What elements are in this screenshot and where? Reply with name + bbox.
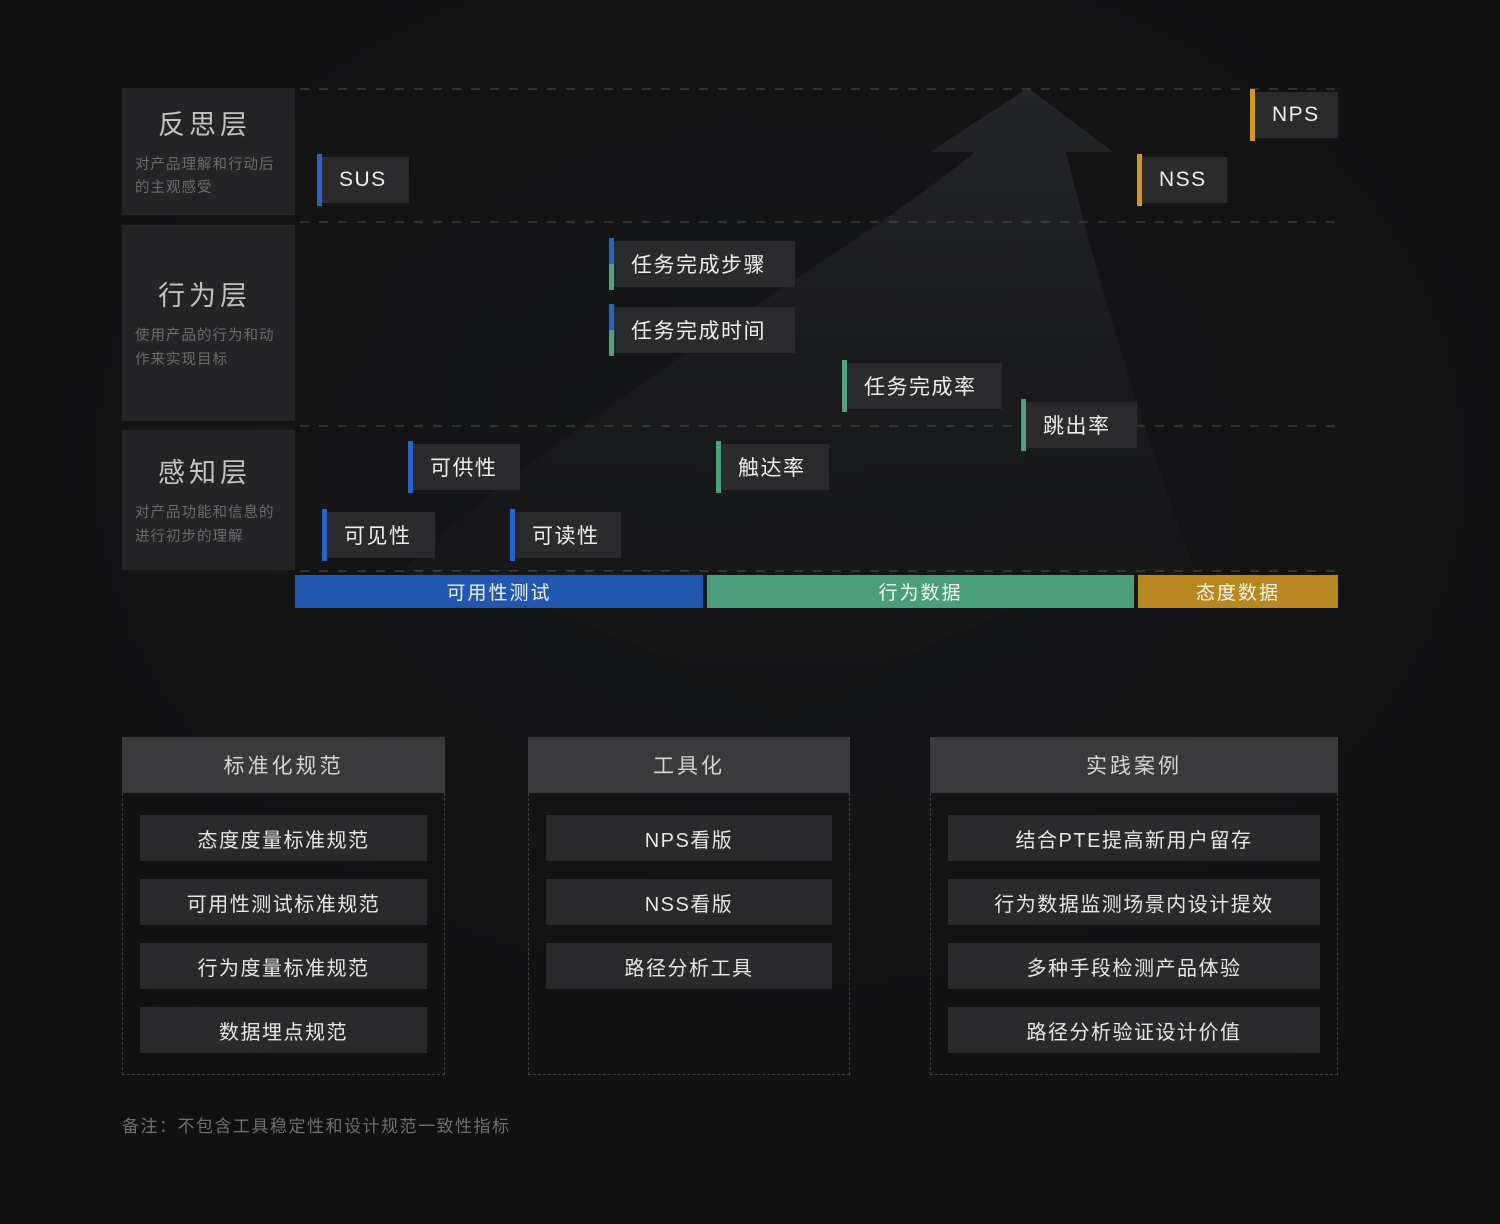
metric-tag-nss: NSS [1137, 154, 1227, 206]
tag-accent-bar [1021, 399, 1026, 451]
layer-description: 对产品功能和信息的 进行初步的理解 [135, 505, 275, 545]
metric-tag-task-time: 任务完成时间 [609, 304, 795, 356]
column-standardization: 标准化规范 态度度量标准规范 可用性测试标准规范 行为度量标准规范 数据埋点规范 [122, 737, 445, 1075]
metric-tag-readability: 可读性 [510, 509, 621, 561]
layer-title: 反思层 [158, 109, 251, 140]
legend-behavior-data: 行为数据 [707, 575, 1134, 608]
tag-accent-bar [609, 238, 614, 290]
list-item: 行为数据监测场景内设计提效 [948, 879, 1320, 925]
list-item: NPS看版 [546, 815, 832, 861]
data-source-legend-bar: 可用性测试 行为数据 态度数据 [295, 575, 1338, 608]
layer-description: 对产品理解和行动后 的主观感受 [135, 156, 275, 196]
tag-accent-bar [609, 304, 614, 356]
layer-box-reflection: 反思层 对产品理解和行动后 的主观感受 [122, 88, 295, 215]
legend-label: 态度数据 [1195, 583, 1280, 604]
legend-usability-testing: 可用性测试 [295, 575, 703, 608]
layer-title: 行为层 [158, 281, 251, 312]
metric-tag-nps: NPS [1250, 89, 1338, 141]
legend-label: 行为数据 [878, 583, 963, 604]
tag-label: 可读性 [532, 525, 600, 548]
tag-label: 任务完成步骤 [631, 254, 766, 277]
column-body: 结合PTE提高新用户留存 行为数据监测场景内设计提效 多种手段检测产品体验 路径… [930, 793, 1338, 1075]
tag-label: NPS [1272, 103, 1320, 126]
tag-accent-bar [1250, 89, 1255, 141]
layer-box-behavior: 行为层 使用产品的行为和动 作来实现目标 [122, 225, 295, 421]
tag-label: NSS [1159, 168, 1207, 191]
layer-description: 使用产品的行为和动 作来实现目标 [135, 328, 275, 368]
column-body: 态度度量标准规范 可用性测试标准规范 行为度量标准规范 数据埋点规范 [122, 793, 445, 1075]
legend-attitude-data: 态度数据 [1138, 575, 1338, 608]
tag-label: 任务完成率 [864, 376, 977, 399]
list-item: 行为度量标准规范 [140, 943, 427, 989]
layer-title: 感知层 [158, 458, 251, 489]
list-item: 路径分析验证设计价值 [948, 1007, 1320, 1053]
tag-accent-bar [510, 509, 515, 561]
tag-accent-bar [842, 360, 847, 412]
list-item: 路径分析工具 [546, 943, 832, 989]
column-body: NPS看版 NSS看版 路径分析工具 [528, 793, 850, 1075]
list-item: 数据埋点规范 [140, 1007, 427, 1053]
tag-label: 可供性 [430, 457, 498, 480]
tag-accent-bar [408, 441, 413, 493]
tag-accent-bar [322, 509, 327, 561]
legend-label: 可用性测试 [446, 583, 552, 604]
layer-box-perception: 感知层 对产品功能和信息的 进行初步的理解 [122, 430, 295, 570]
metric-tag-affordance: 可供性 [408, 441, 520, 493]
column-header: 标准化规范 [122, 737, 445, 793]
list-item: 多种手段检测产品体验 [948, 943, 1320, 989]
dashed-separator [300, 570, 1340, 572]
tag-accent-bar [1137, 154, 1142, 206]
dashed-separator [300, 425, 1340, 427]
column-header: 工具化 [528, 737, 850, 793]
list-item: 结合PTE提高新用户留存 [948, 815, 1320, 861]
tag-accent-bar [317, 154, 322, 206]
tag-label: 跳出率 [1043, 415, 1111, 438]
list-item: NSS看版 [546, 879, 832, 925]
metric-tag-sus: SUS [317, 154, 409, 206]
column-practice-cases: 实践案例 结合PTE提高新用户留存 行为数据监测场景内设计提效 多种手段检测产品… [930, 737, 1338, 1075]
metric-tag-reach-rate: 触达率 [716, 441, 829, 493]
tag-label: 触达率 [738, 457, 806, 480]
metric-tag-task-steps: 任务完成步骤 [609, 238, 795, 290]
list-item: 可用性测试标准规范 [140, 879, 427, 925]
tag-label: SUS [339, 168, 387, 191]
metric-tag-visibility: 可见性 [322, 509, 435, 561]
tag-accent-bar [716, 441, 721, 493]
metric-tag-bounce-rate: 跳出率 [1021, 399, 1137, 451]
tag-label: 可见性 [344, 525, 412, 548]
column-tooling: 工具化 NPS看版 NSS看版 路径分析工具 [528, 737, 850, 1075]
list-item: 态度度量标准规范 [140, 815, 427, 861]
footnote: 备注：不包含工具稳定性和设计规范一致性指标 [122, 1117, 511, 1136]
tag-label: 任务完成时间 [631, 320, 766, 343]
column-header: 实践案例 [930, 737, 1338, 793]
dashed-separator [300, 88, 1340, 90]
metric-tag-task-completion-rate: 任务完成率 [842, 360, 1002, 412]
dashed-separator [300, 221, 1340, 223]
